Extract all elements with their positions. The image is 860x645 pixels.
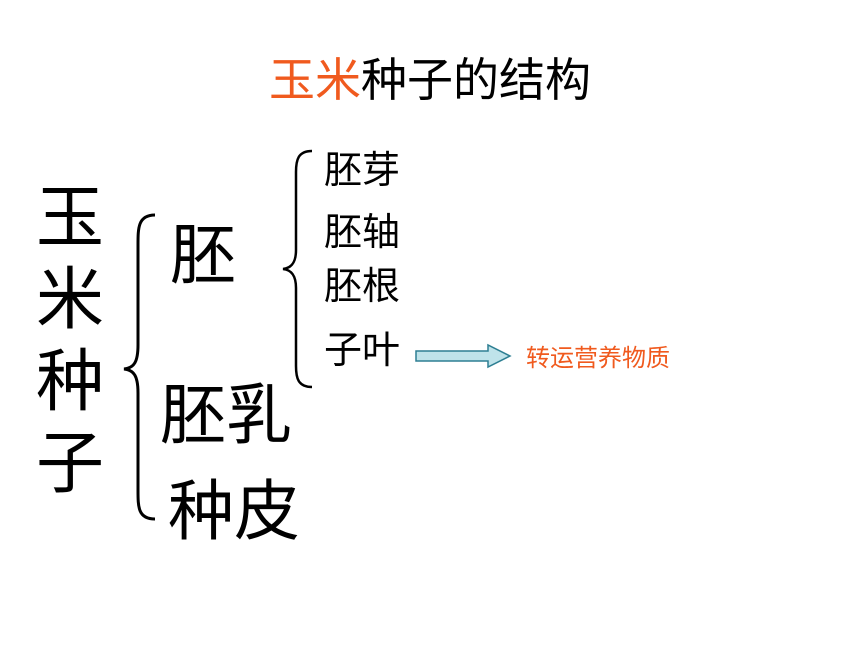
arrow-shape	[415, 343, 512, 369]
seed-coat-label: 种皮	[168, 473, 300, 550]
root-label: 玉 米 种 子	[30, 178, 110, 506]
endosperm-label: 胚乳	[160, 377, 292, 454]
title-rest: 种子的结构	[361, 53, 591, 107]
embryo-label: 胚	[170, 217, 236, 294]
root-char-1: 玉	[35, 179, 104, 258]
page-title: 玉米种子的结构	[0, 50, 860, 110]
root-char-3: 种	[35, 343, 104, 422]
hypocotyl-label: 胚轴	[324, 210, 401, 254]
radicle-label: 胚根	[324, 264, 401, 308]
title-highlight: 玉米	[269, 53, 361, 107]
annotation-text: 转运营养物质	[526, 344, 670, 372]
embryo-brace	[282, 149, 313, 389]
plumule-label: 胚芽	[324, 148, 401, 192]
root-char-2: 米	[35, 261, 104, 340]
root-char-4: 子	[35, 425, 104, 504]
cotyledon-label: 子叶	[324, 328, 401, 372]
root-brace	[123, 213, 156, 521]
